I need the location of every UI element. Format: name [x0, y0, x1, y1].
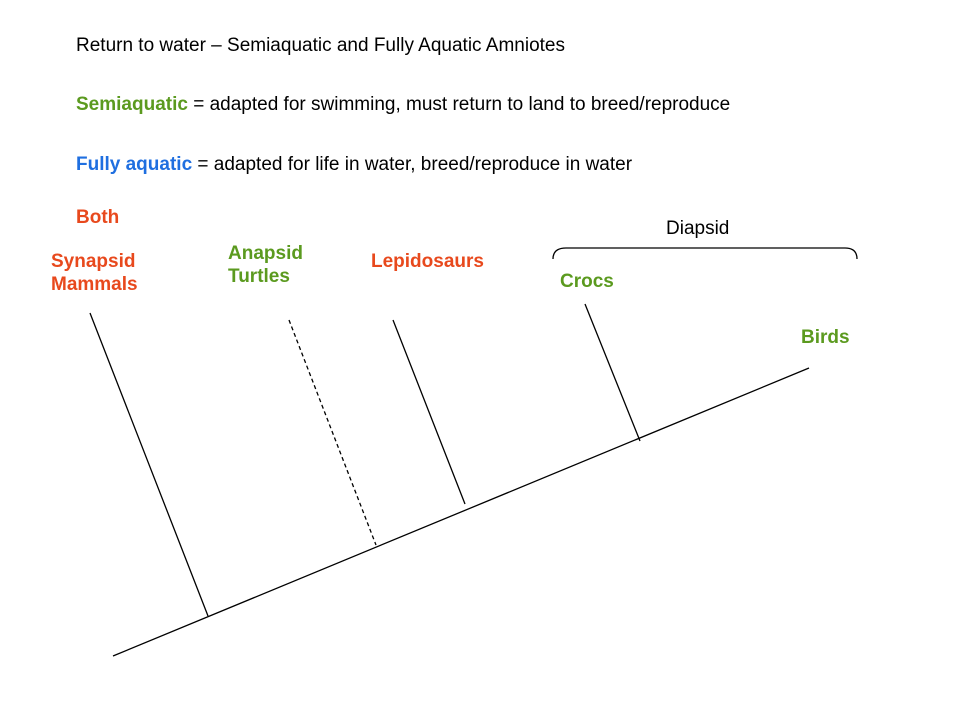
semiaquatic-definition: Semiaquatic = adapted for swimming, must…	[76, 94, 730, 116]
diapsid-bracket	[552, 247, 858, 260]
main-trunk-line	[112, 367, 810, 657]
taxon-crocs: Crocs	[560, 271, 614, 292]
taxon-lepidosaurs: Lepidosaurs	[371, 251, 484, 272]
anapsid-label: Anapsid	[228, 243, 303, 264]
synapsid-branch-line	[89, 312, 209, 617]
fully-aquatic-term: Fully aquatic	[76, 154, 193, 175]
taxon-synapsid-mammals: Synapsid Mammals	[51, 250, 138, 296]
synapsid-label: Synapsid	[51, 251, 136, 272]
semiaquatic-term: Semiaquatic	[76, 94, 188, 115]
fully-aquatic-definition: Fully aquatic = adapted for life in wate…	[76, 154, 632, 176]
croc-branch-line	[584, 303, 641, 442]
turtles-label: Turtles	[228, 266, 290, 287]
both-legend-label: Both	[76, 207, 120, 228]
clade-diapsid-label: Diapsid	[666, 218, 730, 239]
lepidosaur-branch-line	[392, 319, 466, 505]
slide-title: Return to water – Semiaquatic and Fully …	[76, 35, 565, 56]
fully-aquatic-text: = adapted for life in water, breed/repro…	[192, 154, 633, 175]
taxon-birds: Birds	[801, 327, 850, 348]
taxon-anapsid-turtles: Anapsid Turtles	[228, 242, 303, 288]
semiaquatic-text: = adapted for swimming, must return to l…	[187, 94, 731, 115]
anapsid-branch-line	[288, 319, 377, 546]
mammals-label: Mammals	[51, 274, 138, 295]
